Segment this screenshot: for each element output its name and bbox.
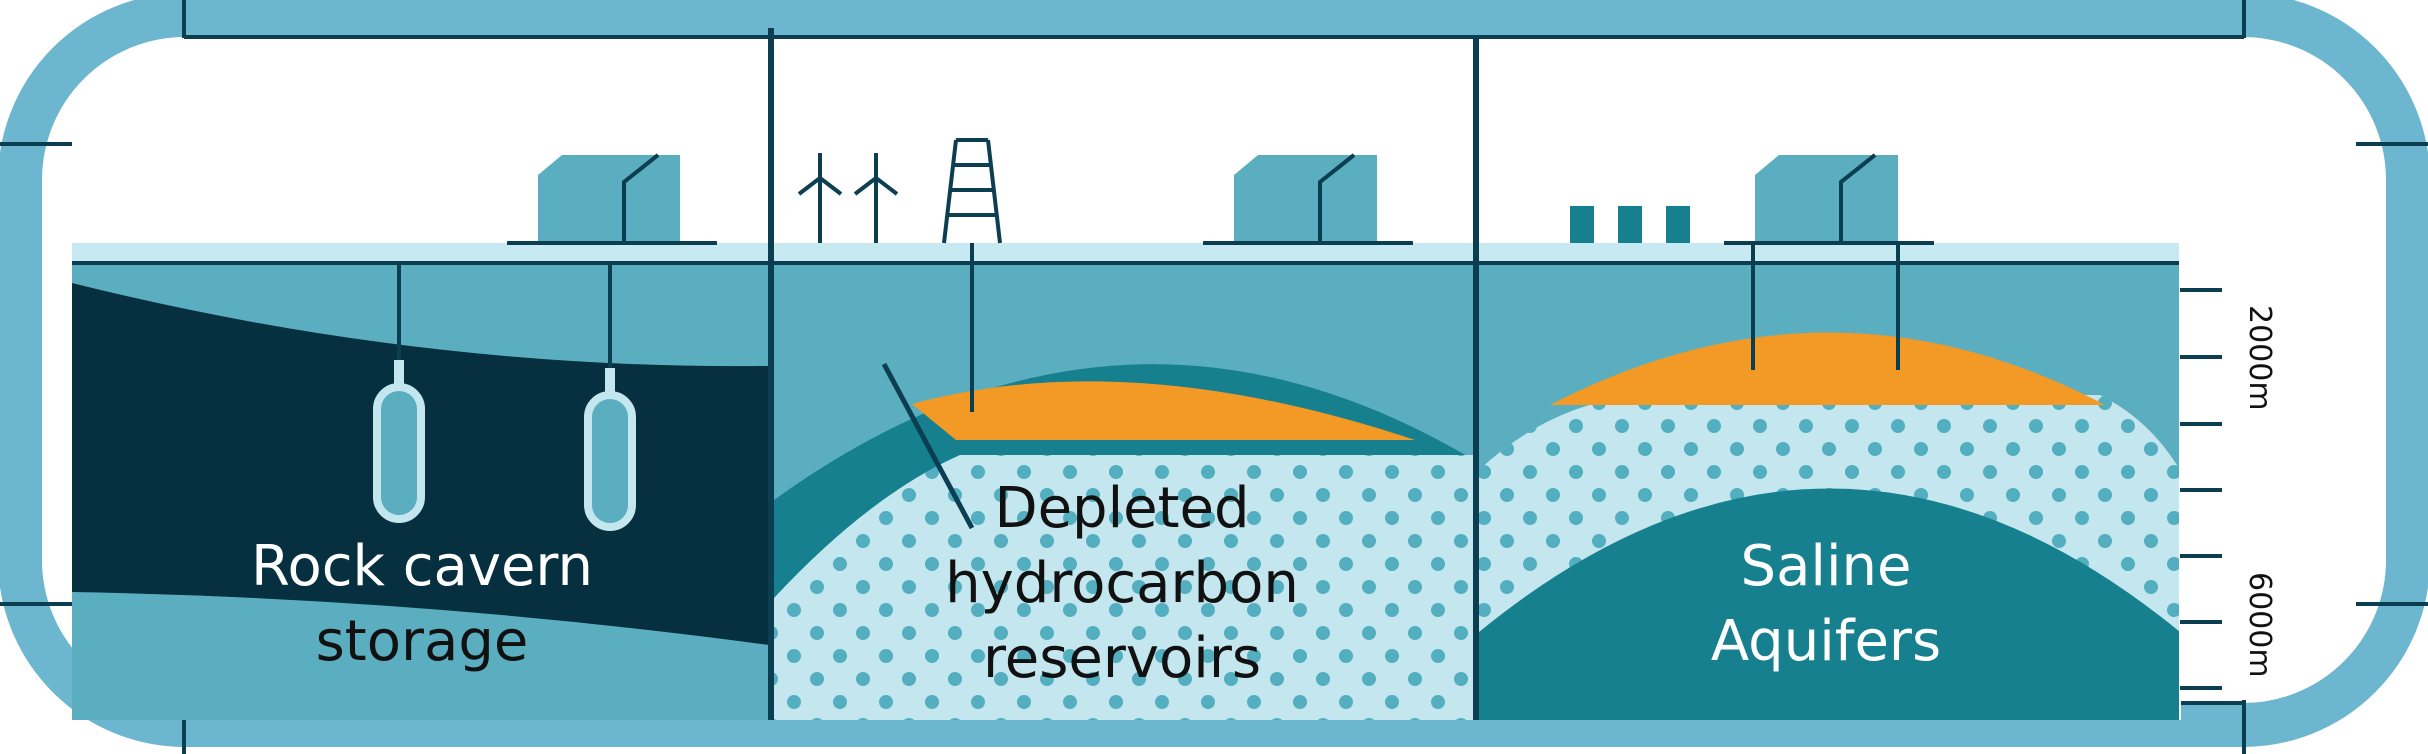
surface-strip (72, 243, 2180, 263)
container-icon (1570, 206, 1690, 243)
label-saline-line1: Saline (1741, 534, 1912, 599)
house-icon (1203, 153, 1413, 245)
cavern-1 (373, 383, 425, 523)
label-depleted: Depleted hydrocarbon reservoirs (945, 476, 1299, 691)
panel-saline-aquifer (1479, 243, 2180, 720)
wind-turbine-icon (797, 153, 843, 243)
depth-label-top: 2000m (2242, 305, 2277, 411)
porous-dots (774, 455, 1474, 720)
label-saline-line2: Aquifers (1711, 609, 1941, 674)
wind-turbine-icon (853, 153, 899, 243)
aquifer-gas (1550, 332, 2105, 405)
label-rock-line1: Rock cavern (251, 534, 593, 599)
house-icon (507, 153, 717, 245)
cavern-2 (584, 391, 636, 531)
label-depleted-line1: Depleted (994, 476, 1249, 541)
label-depleted-line2: hydrocarbon (945, 551, 1299, 616)
label-rock-cavern: Rock cavern storage (251, 534, 593, 674)
fault-line (881, 362, 975, 530)
label-rock-line2: storage (316, 609, 529, 674)
gas-cap (912, 381, 1415, 440)
panel-rock-cavern (72, 263, 769, 720)
panel-depleted-reservoir (774, 243, 1474, 720)
drilling-rig-icon (942, 138, 1002, 244)
aquifer-caprock (1479, 488, 2180, 720)
depth-label-bottom: 6000m (2242, 572, 2277, 678)
depth-scale: 2000m 6000m (2179, 243, 2277, 720)
label-saline: Saline Aquifers (1711, 534, 1941, 674)
label-depleted-line3: reservoirs (983, 626, 1261, 691)
house-icon (1724, 153, 1934, 245)
